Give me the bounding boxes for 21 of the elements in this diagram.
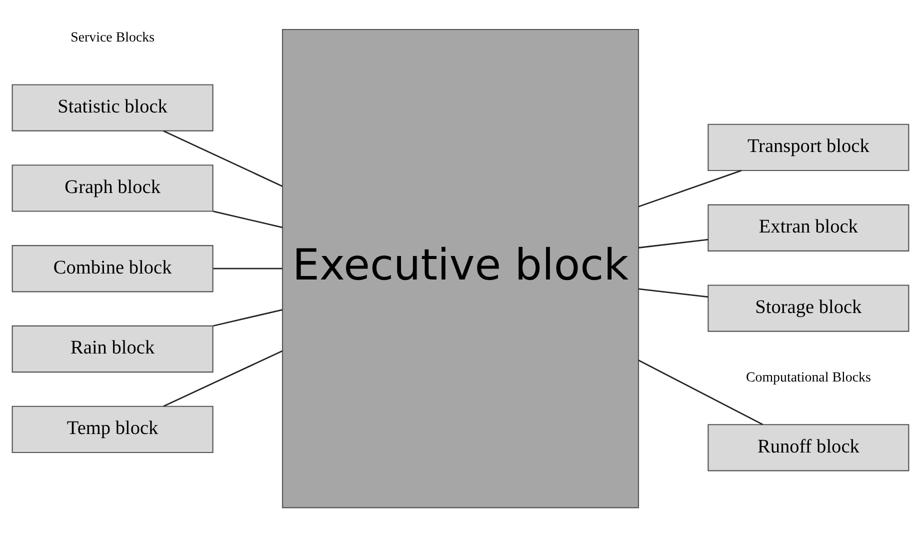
node-box: Temp block [12,405,214,453]
node-box: Combine block [12,244,214,292]
node-box: Graph block [12,164,214,212]
node-box: Storage block [708,284,910,332]
connector [638,359,764,425]
connector [638,169,742,207]
node-box: Runoff block [708,424,910,471]
label: Service Blocks [70,30,155,46]
node-box: Extran block [708,204,910,251]
connector [213,308,282,326]
node-box: Executive block [282,28,640,508]
connector [638,288,708,298]
node-box: Transport block [708,123,910,171]
node-box: Rain block [12,324,214,372]
node-box: Statistic block [12,84,214,131]
connector [163,350,283,406]
connector [213,210,282,228]
connector [163,130,283,186]
connector [638,238,708,248]
connector [213,267,282,269]
label: Computational Blocks [746,370,871,386]
